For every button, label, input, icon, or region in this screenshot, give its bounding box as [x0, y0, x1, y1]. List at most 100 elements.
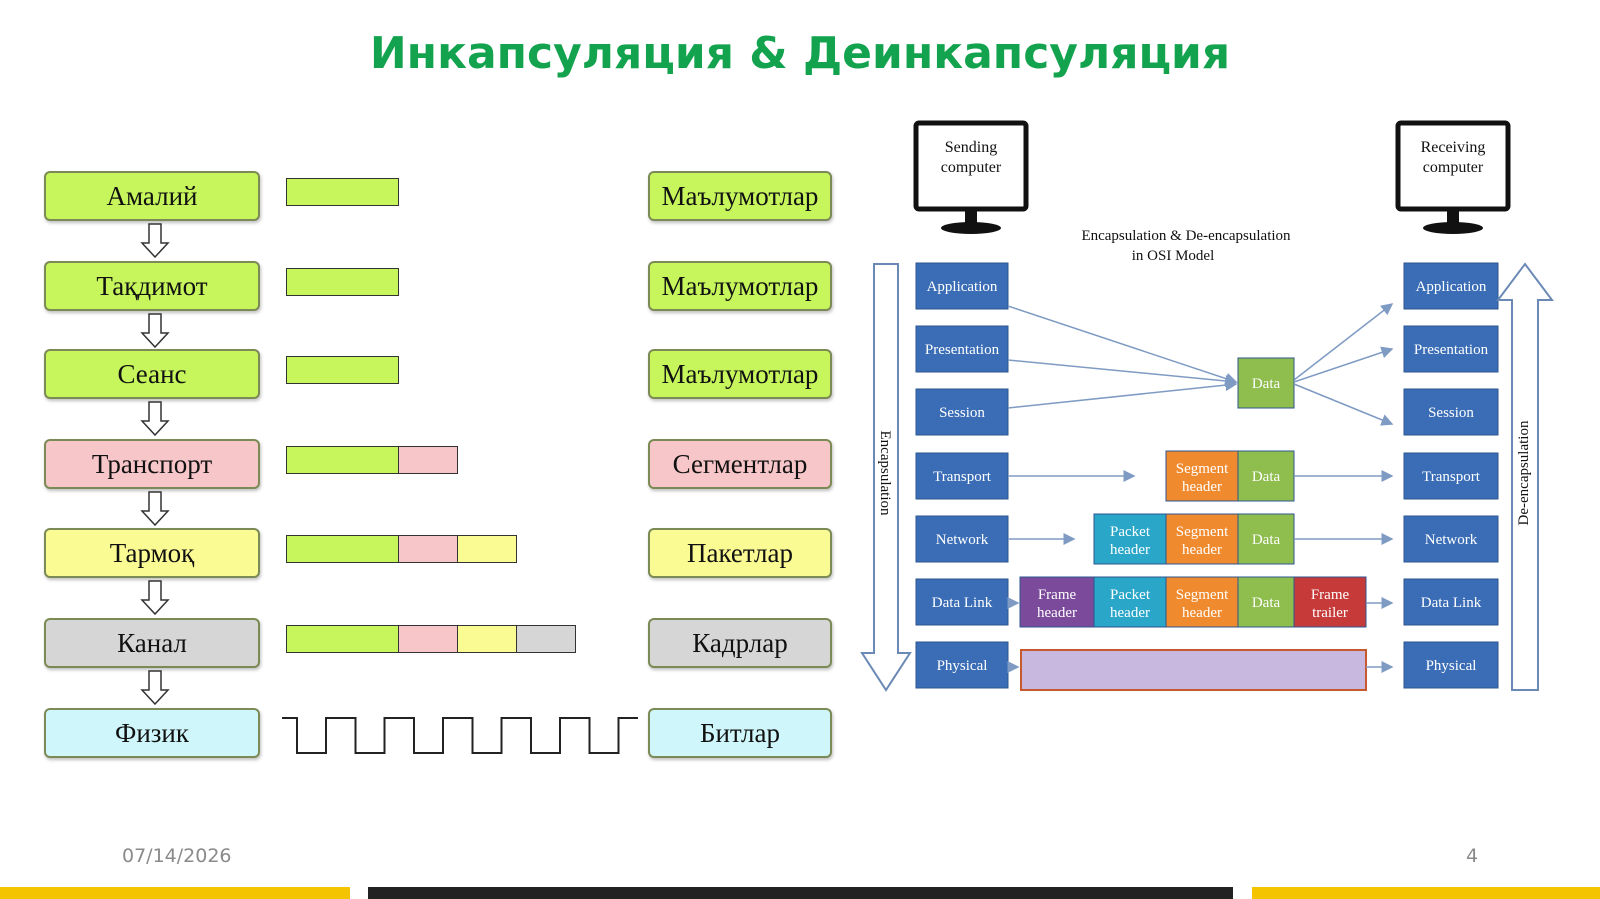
sender-layer-box-label: Application [927, 279, 998, 295]
data-unit-box: Кадрлар [648, 618, 832, 668]
packet-header-label: Packet [1110, 587, 1151, 603]
sender-layer-box-label: Network [936, 532, 989, 548]
sender-layer-box [915, 388, 1009, 436]
receiver-layer-box [1403, 388, 1499, 436]
segment-header [1165, 576, 1239, 628]
data-unit-box: Маълумотлар [648, 349, 832, 399]
receiver-layer-box-label: Transport [1422, 469, 1481, 485]
layer-box: Тақдимот [44, 261, 260, 311]
deencapsulation-label: De-encapsulation [1516, 420, 1532, 525]
sender-layer-box [915, 515, 1009, 563]
pdu-segment [286, 356, 399, 384]
deencapsulation-arrow-icon [1496, 262, 1554, 691]
receiving-computer-monitor [1395, 120, 1511, 212]
flow-line [1293, 303, 1394, 381]
sender-layer-box [915, 452, 1009, 500]
sender-layer-box-label: Physical [937, 658, 988, 674]
sending-computer-base [941, 222, 1001, 234]
sender-layer-box [915, 325, 1009, 373]
sender-layer-box-label: Transport [933, 469, 992, 485]
layer-box: Канал [44, 618, 260, 668]
frame-header [1019, 576, 1095, 628]
sender-layer-box-label: Session [939, 405, 985, 421]
bits-waveform [282, 717, 638, 754]
receiver-layer-box [1403, 262, 1499, 310]
osi-encapsulation-diagram: SendingcomputerReceivingcomputerEncapsul… [860, 120, 1554, 692]
pdu-segment [286, 178, 399, 206]
pdu-segment [286, 446, 399, 474]
segment-header-label: header [1182, 605, 1222, 621]
segment-header-label: Segment [1176, 587, 1229, 603]
footer-bar-left [0, 887, 350, 899]
flow-line [1293, 346, 1394, 383]
receiver-layer-box-label: Presentation [1414, 342, 1489, 358]
flow-line [1007, 305, 1238, 385]
sending-computer-label: Sending [945, 139, 997, 156]
pdu-segment [458, 535, 517, 563]
sender-layer-box-label: Presentation [925, 342, 1000, 358]
encapsulation-arrow-icon [860, 263, 912, 692]
sender-layer-box-label: Data Link [932, 595, 993, 611]
pdu-segment [286, 268, 399, 296]
segment-header [1165, 513, 1239, 565]
down-arrow-icon [140, 313, 170, 349]
receiving-computer-base [1423, 222, 1483, 234]
layer-box: Тармоқ [44, 528, 260, 578]
pdu-segment [399, 446, 458, 474]
sending-computer-stand [965, 210, 977, 224]
receiver-layer-box-label: Data Link [1421, 595, 1482, 611]
data-unit-box: Пакетлар [648, 528, 832, 578]
segment-header-label: header [1182, 542, 1222, 558]
receiver-layer-box-label: Application [1416, 279, 1487, 295]
pdu-segment [399, 535, 458, 563]
layer-box: Сеанс [44, 349, 260, 399]
data-block-label: Data [1252, 469, 1281, 485]
sending-computer-monitor [913, 120, 1029, 212]
receiving-computer-stand [1447, 210, 1459, 224]
receiver-layer-box-label: Session [1428, 405, 1474, 421]
physical-bits-bar [1020, 649, 1367, 691]
receiver-layer-box [1403, 325, 1499, 373]
down-arrow-icon [140, 491, 170, 527]
data-unit-box: Маълумотлар [648, 261, 832, 311]
data-block-label: Data [1252, 595, 1281, 611]
frame-trailer [1293, 576, 1367, 628]
receiving-computer-label: computer [1423, 159, 1484, 176]
flow-line [1007, 359, 1238, 387]
pdu-segment [517, 625, 576, 653]
data-unit-box: Сегментлар [648, 439, 832, 489]
footer-date: 07/14/2026 [122, 845, 232, 867]
pdu-segment [399, 625, 458, 653]
footer-bar-right [1252, 887, 1600, 899]
receiver-layer-box [1403, 641, 1499, 689]
frame-trailer-label: Frame [1311, 587, 1350, 603]
down-arrow-icon [140, 580, 170, 616]
data-block [1237, 513, 1295, 565]
footer-bar-center [368, 887, 1233, 899]
sending-computer-label: computer [941, 159, 1002, 176]
down-arrow-icon [140, 401, 170, 437]
packet-header-label: header [1110, 605, 1150, 621]
down-arrow-icon [140, 670, 170, 706]
page-number: 4 [1466, 845, 1479, 867]
receiving-computer-label: Receiving [1421, 139, 1486, 156]
pdu-segment [286, 625, 399, 653]
data-unit-box: Битлар [648, 708, 832, 758]
receiver-layer-box-label: Physical [1426, 658, 1477, 674]
receiver-layer-box [1403, 578, 1499, 626]
receiver-layer-box-label: Network [1425, 532, 1478, 548]
layer-box: Транспорт [44, 439, 260, 489]
packet-header [1093, 576, 1167, 628]
data-block-label: Data [1252, 532, 1281, 548]
diagram-caption: in OSI Model [1132, 248, 1215, 264]
layer-box: Физик [44, 708, 260, 758]
frame-trailer-label: trailer [1312, 605, 1348, 621]
pdu-segment [286, 535, 399, 563]
slide-title: Инкапсуляция & Деинкапсуляция [369, 28, 1231, 79]
data-block [1237, 576, 1295, 628]
frame-header-label: Frame [1038, 587, 1077, 603]
packet-header-label: Packet [1110, 524, 1151, 540]
packet-header [1093, 513, 1167, 565]
packet-header-label: header [1110, 542, 1150, 558]
frame-header-label: header [1037, 605, 1077, 621]
